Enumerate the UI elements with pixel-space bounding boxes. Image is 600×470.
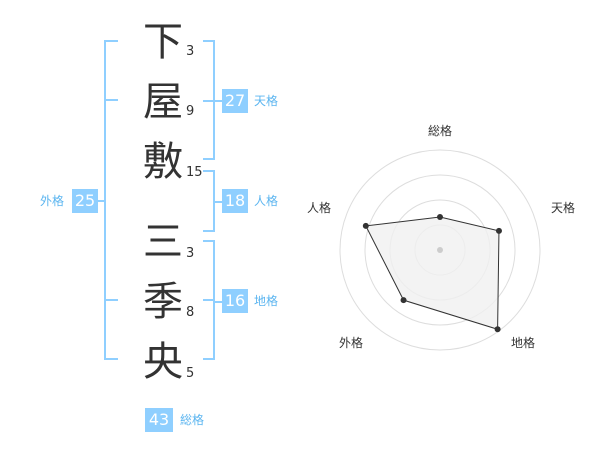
- chikaku-label: 地格: [254, 294, 279, 308]
- gaikaku-bracket-tick: [104, 299, 118, 301]
- name-char-6: 央: [143, 339, 183, 385]
- tenkaku-bracket: [203, 40, 215, 102]
- radar-center-dot: [437, 247, 443, 253]
- chikaku-bracket-tick: [203, 299, 215, 301]
- tenkaku-label: 天格: [254, 94, 279, 108]
- radar-label-soukaku: 総格: [428, 124, 453, 138]
- soukaku-score: 43: [145, 408, 173, 432]
- chikaku-score: 16: [222, 289, 248, 313]
- gaikaku-score: 25: [72, 189, 98, 213]
- radar-ring: [364, 174, 516, 326]
- gaikaku-bracket-tick: [104, 99, 118, 101]
- stroke-count-5: 8: [186, 305, 195, 320]
- stroke-count-6: 5: [186, 366, 195, 381]
- stroke-count-4: 3: [186, 246, 195, 261]
- jinkaku-label: 人格: [254, 194, 279, 208]
- jinkaku-bracket-connector: [215, 201, 222, 203]
- radar-point-1: [437, 214, 443, 220]
- radar-label-chikaku: 地格: [511, 336, 536, 350]
- radar-point-2: [495, 227, 502, 234]
- radar-polygon: [365, 216, 500, 330]
- radar-label-jinkaku: 人格: [307, 201, 332, 215]
- tenkaku-bracket-connector: [215, 100, 222, 102]
- jinkaku-inner-bracket: [203, 100, 215, 160]
- stroke-count-1: 3: [186, 44, 195, 59]
- stroke-count-2: 9: [186, 104, 195, 119]
- gaikaku-label: 外格: [40, 194, 65, 208]
- name-char-4: 三: [143, 219, 183, 265]
- stroke-count-3: 15: [186, 165, 203, 180]
- radar-point-5: [362, 222, 369, 229]
- radar-label-gaikaku: 外格: [339, 336, 364, 350]
- radar-label-tenkaku: 天格: [551, 201, 576, 215]
- name-char-1: 下: [143, 19, 183, 65]
- tenkaku-score: 27: [222, 89, 248, 113]
- gaikaku-bracket-connector: [94, 200, 104, 202]
- name-char-5: 季: [143, 279, 183, 325]
- name-char-2: 屋: [143, 79, 183, 125]
- radar-ring: [339, 149, 541, 351]
- radar-point-4: [400, 297, 407, 304]
- radar-point-3: [494, 326, 501, 333]
- chikaku-bracket-connector: [215, 301, 222, 303]
- gaikaku-bracket: [104, 40, 118, 360]
- name-char-3: 敷: [143, 139, 183, 185]
- jinkaku-score: 18: [222, 189, 248, 213]
- soukaku-label: 総格: [180, 413, 205, 427]
- jinkaku-bracket: [203, 170, 215, 232]
